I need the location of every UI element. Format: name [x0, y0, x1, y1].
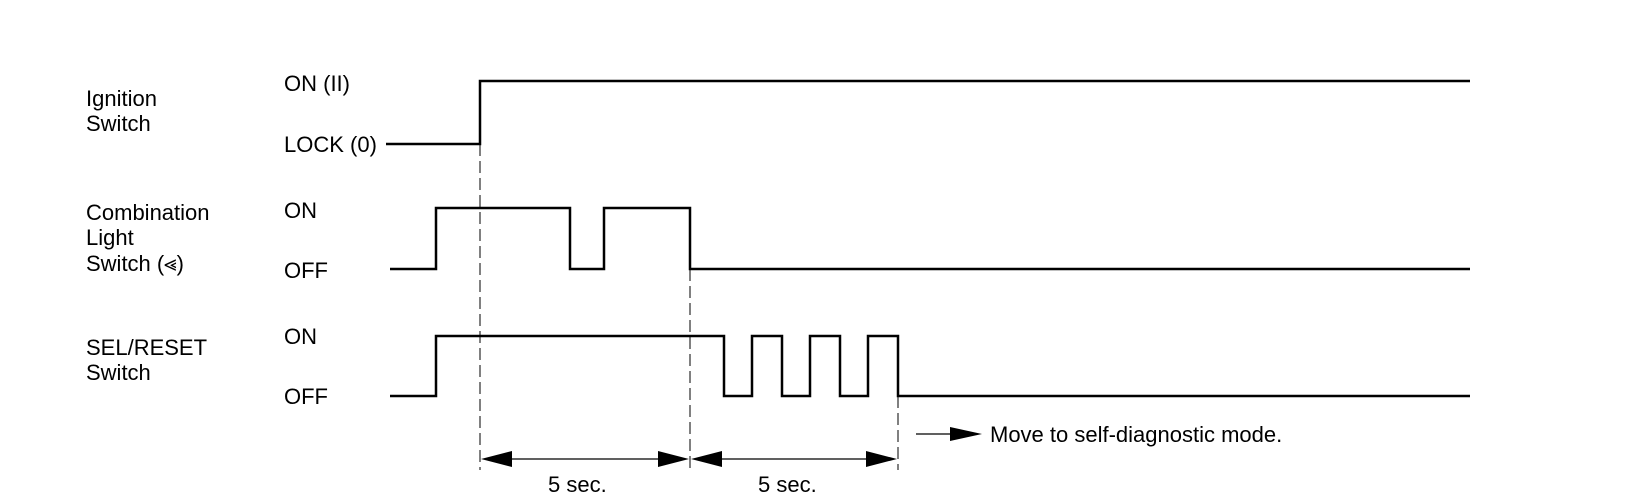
ignition-high-label: ON (II) [284, 71, 350, 96]
ignition-low-label: LOCK (0) [284, 132, 377, 157]
interval-2-label: 5 sec. [758, 472, 817, 496]
combination-label-line-1: Combination [86, 200, 210, 225]
selreset-label-line-2: Switch [86, 360, 151, 385]
selreset-waveform [390, 334, 1470, 398]
note-arrow-icon [950, 427, 982, 441]
selreset-label-line-1: SEL/RESET [86, 335, 207, 360]
selreset-high-label: ON [284, 324, 317, 349]
combination-label-line-2: Light [86, 225, 134, 250]
signal-selreset: SEL/RESET Switch ON OFF [86, 324, 1470, 409]
interval-1-arrow-left-icon [481, 451, 512, 467]
signal-ignition: Ignition Switch ON (II) LOCK (0) [86, 71, 1470, 157]
ignition-waveform [386, 79, 1470, 146]
combination-label-line-3: Switch (⪡) [86, 251, 184, 276]
interval-1-label: 5 sec. [548, 472, 607, 496]
interval-2: 5 sec. [691, 451, 897, 497]
signal-combination: Combination Light Switch (⪡) ON OFF [86, 198, 1470, 283]
interval-1-arrow-right-icon [658, 451, 689, 467]
combination-high-label: ON [284, 198, 317, 223]
ignition-label-line-2: Switch [86, 111, 151, 136]
interval-2-arrow-left-icon [691, 451, 722, 467]
selreset-low-label: OFF [284, 384, 328, 409]
interval-1: 5 sec. [481, 451, 689, 497]
combination-low-label: OFF [284, 258, 328, 283]
self-diagnostic-note: Move to self-diagnostic mode. [916, 422, 1282, 447]
ignition-label-line-1: Ignition [86, 86, 157, 111]
combination-waveform [390, 206, 1470, 271]
interval-2-arrow-right-icon [866, 451, 897, 467]
note-text: Move to self-diagnostic mode. [990, 422, 1282, 447]
